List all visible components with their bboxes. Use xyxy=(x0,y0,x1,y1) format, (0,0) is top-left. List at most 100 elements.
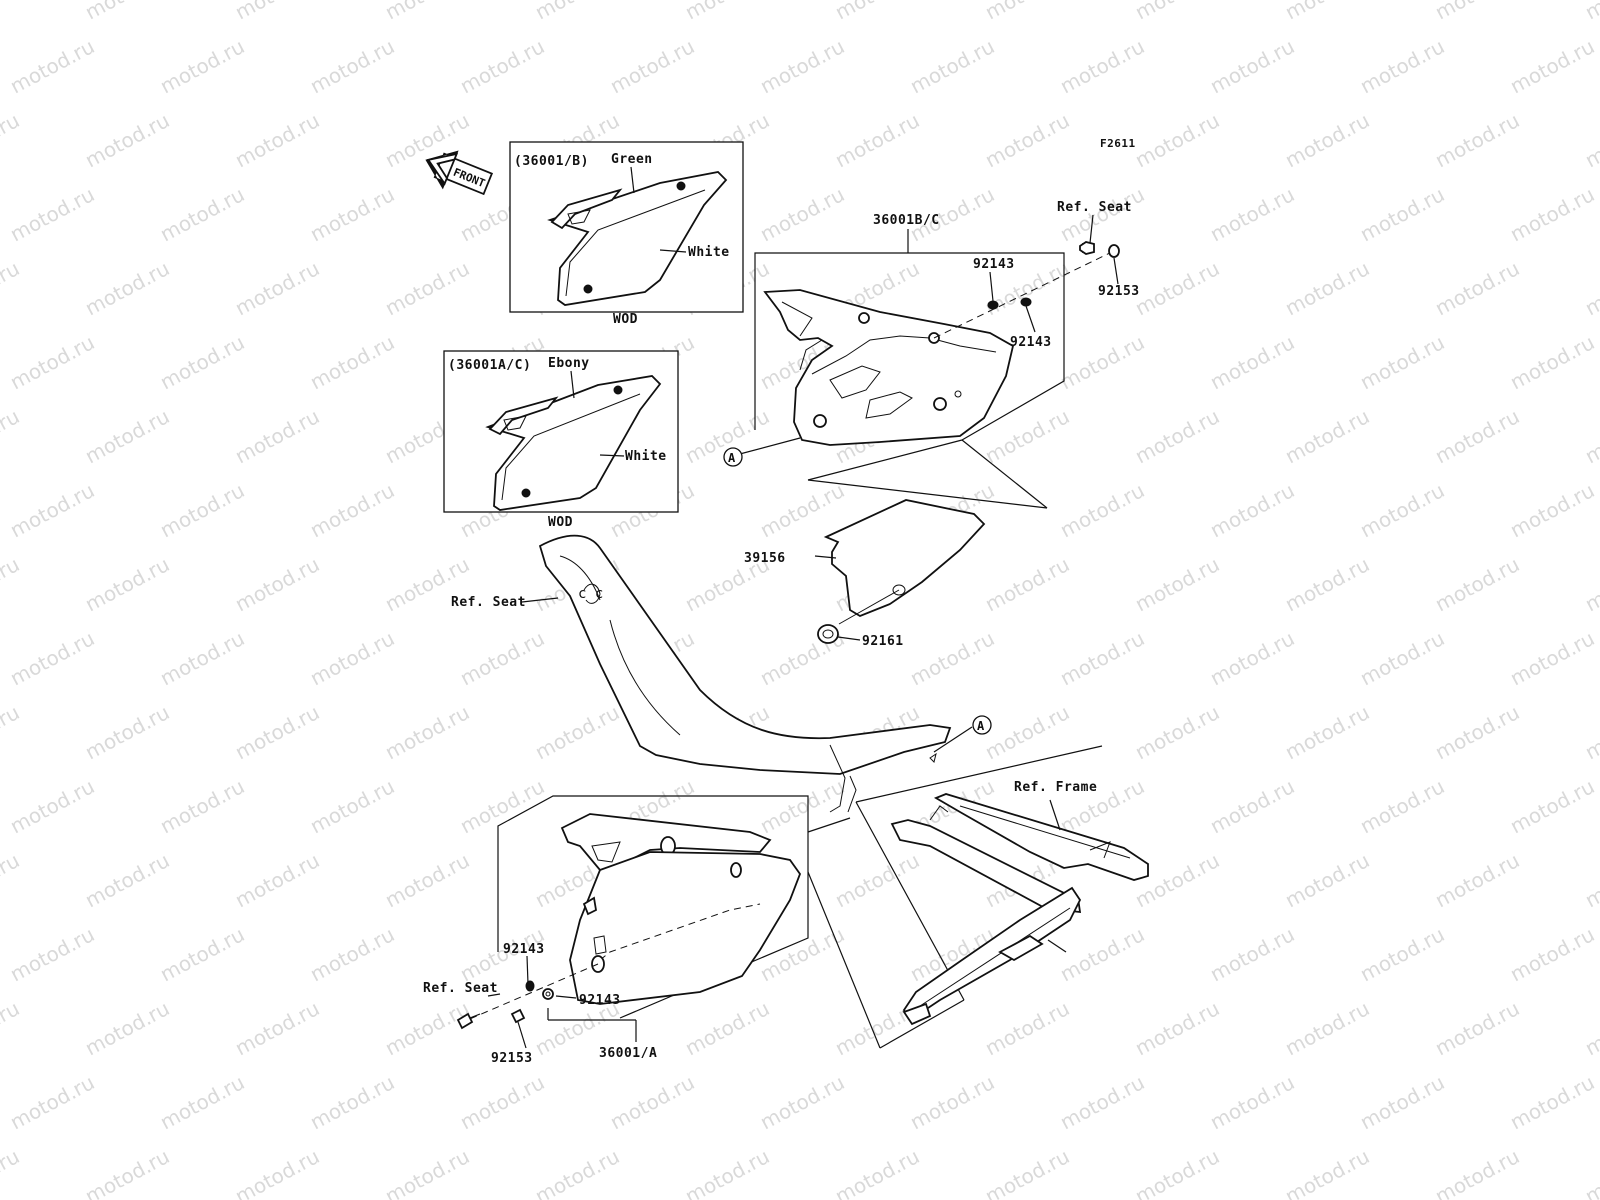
watermark-text: motod.ru xyxy=(456,626,548,690)
watermark-text: motod.ru xyxy=(1281,108,1373,172)
watermark-text: motod.ru xyxy=(81,256,173,320)
watermark-text: motod.ru xyxy=(156,626,248,690)
watermark-text: motod.ru xyxy=(156,774,248,838)
watermark-text: motod.ru xyxy=(81,1144,173,1200)
watermark-text: motod.ru xyxy=(1131,700,1223,764)
label-92143-b: 92143 xyxy=(1010,335,1052,350)
watermark-text: motod.ru xyxy=(81,848,173,912)
watermark-text: motod.ru xyxy=(231,700,323,764)
label-92153-top: 92153 xyxy=(1098,284,1140,299)
bolt-icon xyxy=(1079,241,1095,255)
watermark-text: motod.ru xyxy=(1131,0,1223,24)
watermark-text: motod.ru xyxy=(981,996,1073,1060)
watermark-text: motod.ru xyxy=(1581,256,1600,320)
watermark-text: motod.ru xyxy=(1206,182,1298,246)
watermark-text: motod.ru xyxy=(1506,922,1598,986)
watermark-text: motod.ru xyxy=(1131,256,1223,320)
inset-36001b: (36001/B) Green White WOD xyxy=(509,141,744,327)
watermark-text: motod.ru xyxy=(381,700,473,764)
watermark-text: motod.ru xyxy=(381,996,473,1060)
inset-36001ac-panel xyxy=(485,370,662,511)
watermark-text: motod.ru xyxy=(0,848,23,912)
watermark-text: motod.ru xyxy=(0,552,23,616)
watermark-text: motod.ru xyxy=(1581,404,1600,468)
watermark-text: motod.ru xyxy=(231,552,323,616)
inset-36001b-caption: WOD xyxy=(613,312,638,327)
inset-36001ac-title: (36001A/C) xyxy=(448,358,531,373)
watermark-text: motod.ru xyxy=(1356,34,1448,98)
watermark-text: motod.ru xyxy=(906,34,998,98)
watermark-text: motod.ru xyxy=(0,404,23,468)
watermark-text: motod.ru xyxy=(1056,1070,1148,1134)
watermark-text: motod.ru xyxy=(6,774,98,838)
callout-a-top: A xyxy=(723,447,743,467)
watermark-text: motod.ru xyxy=(231,256,323,320)
callout-a-top-label: A xyxy=(728,451,736,465)
watermark-text: motod.ru xyxy=(981,108,1073,172)
watermark-text: motod.ru xyxy=(1131,996,1223,1060)
label-ref-seat-mid: Ref. Seat xyxy=(451,595,526,610)
seat-logo-mark: c c xyxy=(578,586,603,602)
watermark-text: motod.ru xyxy=(1281,552,1373,616)
callout-a-seat: A xyxy=(972,715,992,735)
inset-36001ac: (36001A/C) Ebony White WOD xyxy=(443,350,679,530)
watermark-text: motod.ru xyxy=(1356,626,1448,690)
watermark-text: motod.ru xyxy=(1131,848,1223,912)
watermark-text: motod.ru xyxy=(81,0,173,24)
watermark-text: motod.ru xyxy=(681,1144,773,1200)
watermark-text: motod.ru xyxy=(1506,774,1598,838)
watermark-text: motod.ru xyxy=(981,0,1073,24)
watermark-text: motod.ru xyxy=(1581,552,1600,616)
watermark-text: motod.ru xyxy=(1581,848,1600,912)
watermark-text: motod.ru xyxy=(231,404,323,468)
watermark-text: motod.ru xyxy=(381,0,473,24)
watermark-text: motod.ru xyxy=(306,1070,398,1134)
label-92143-a: 92143 xyxy=(973,257,1015,272)
watermark-text: motod.ru xyxy=(231,0,323,24)
watermark-text: motod.ru xyxy=(6,330,98,394)
inset-36001ac-color-panel: White xyxy=(625,449,667,464)
watermark-text: motod.ru xyxy=(306,626,398,690)
watermark-text: motod.ru xyxy=(1056,478,1148,542)
watermark-text: motod.ru xyxy=(1131,552,1223,616)
watermark-text: motod.ru xyxy=(606,1070,698,1134)
watermark-text: motod.ru xyxy=(1356,182,1448,246)
watermark-text: motod.ru xyxy=(756,34,848,98)
watermark-text: motod.ru xyxy=(1581,108,1600,172)
watermark-text: motod.ru xyxy=(1356,330,1448,394)
watermark-text: motod.ru xyxy=(1581,1144,1600,1200)
watermark-text: motod.ru xyxy=(1206,478,1298,542)
watermark-text: motod.ru xyxy=(456,1070,548,1134)
inset-36001ac-caption: WOD xyxy=(548,515,573,530)
label-92143-c: 92143 xyxy=(503,942,545,957)
watermark-text: motod.ru xyxy=(156,330,248,394)
watermark-text: motod.ru xyxy=(6,478,98,542)
watermark-text: motod.ru xyxy=(1206,1070,1298,1134)
callout-a-seat-label: A xyxy=(977,719,985,733)
decal-39156 xyxy=(814,499,986,644)
label-92143-d: 92143 xyxy=(579,993,621,1008)
watermark-text: motod.ru xyxy=(156,182,248,246)
watermark-text: motod.ru xyxy=(1281,848,1373,912)
watermark-text: motod.ru xyxy=(306,922,398,986)
watermark-text: motod.ru xyxy=(0,1144,23,1200)
watermark-text: motod.ru xyxy=(756,1070,848,1134)
side-cover-36001bc xyxy=(735,214,1120,509)
watermark-text: motod.ru xyxy=(1506,1070,1598,1134)
watermark-text: motod.ru xyxy=(1581,996,1600,1060)
watermark-text: motod.ru xyxy=(1431,700,1523,764)
watermark-text: motod.ru xyxy=(1581,0,1600,24)
watermark-text: motod.ru xyxy=(1356,922,1448,986)
watermark-text: motod.ru xyxy=(156,34,248,98)
watermark-text: motod.ru xyxy=(306,34,398,98)
watermark-text: motod.ru xyxy=(6,922,98,986)
watermark-text: motod.ru xyxy=(531,1144,623,1200)
watermark-text: motod.ru xyxy=(1431,404,1523,468)
watermark-text: motod.ru xyxy=(1431,1144,1523,1200)
watermark-text: motod.ru xyxy=(1281,256,1373,320)
watermark-text: motod.ru xyxy=(156,478,248,542)
watermark-text: motod.ru xyxy=(1356,774,1448,838)
watermark-text: motod.ru xyxy=(231,108,323,172)
label-36001bc: 36001B/C xyxy=(873,213,940,228)
